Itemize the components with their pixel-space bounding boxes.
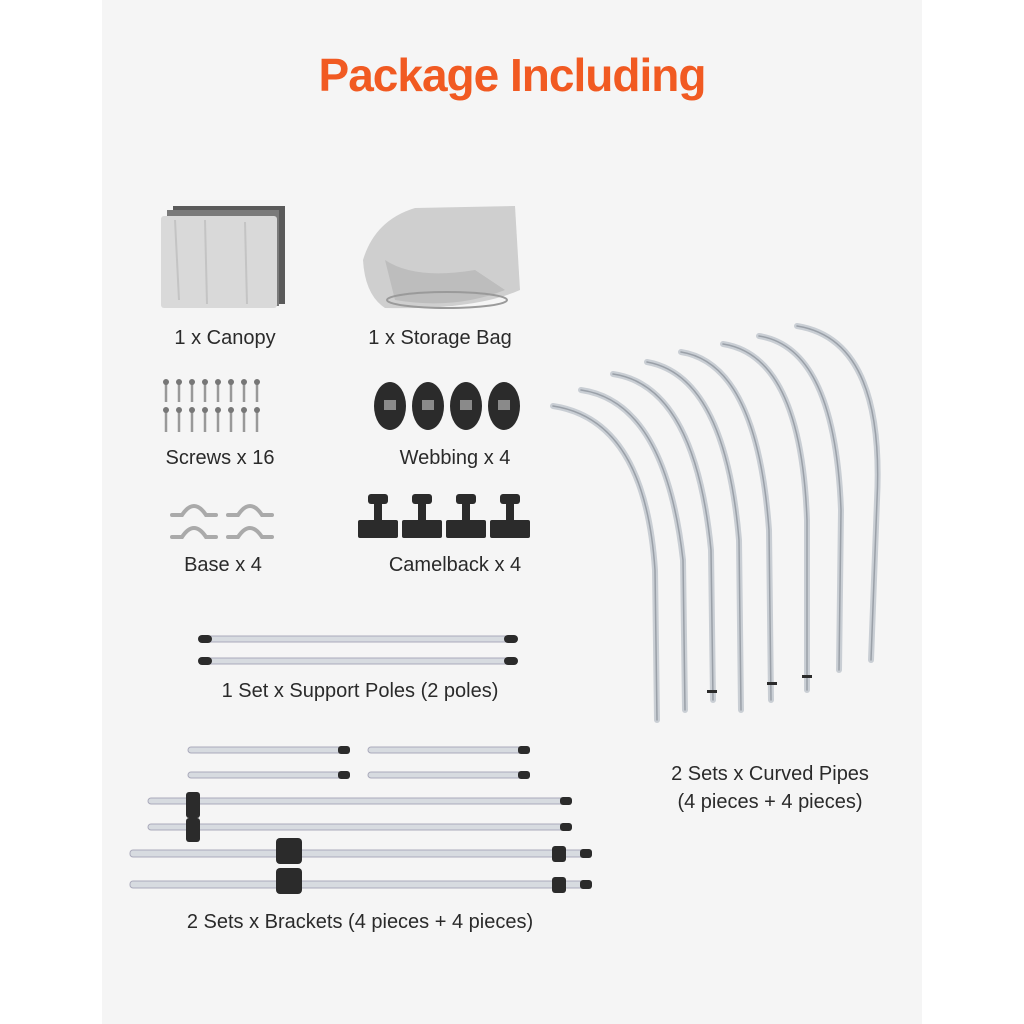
canopy-image — [161, 206, 285, 308]
brackets-label: 2 Sets x Brackets (4 pieces + 4 pieces) — [186, 911, 534, 933]
screws-label: Screws x 16 — [165, 447, 275, 469]
storage-bag-label: 1 x Storage Bag — [368, 327, 512, 349]
base-label: Base x 4 — [184, 554, 262, 576]
base-image — [170, 504, 274, 539]
canopy-label: 1 x Canopy — [174, 327, 276, 349]
support-poles-image — [198, 635, 518, 665]
curved-pipes-image — [550, 323, 881, 723]
camelback-label: Camelback x 4 — [388, 554, 522, 576]
curved-pipes-label-line2: (4 pieces + 4 pieces) — [677, 791, 863, 813]
webbing-label: Webbing x 4 — [399, 447, 511, 469]
webbing-image — [374, 382, 520, 430]
camelback-image — [358, 494, 530, 538]
storage-bag-image — [363, 206, 520, 309]
page-title: Package Including — [318, 49, 707, 101]
brackets-image — [129, 746, 592, 894]
screws-image — [163, 379, 260, 432]
curved-pipes-label-line1: 2 Sets x Curved Pipes — [671, 763, 869, 785]
support-poles-label: 1 Set x Support Poles (2 poles) — [221, 680, 499, 702]
